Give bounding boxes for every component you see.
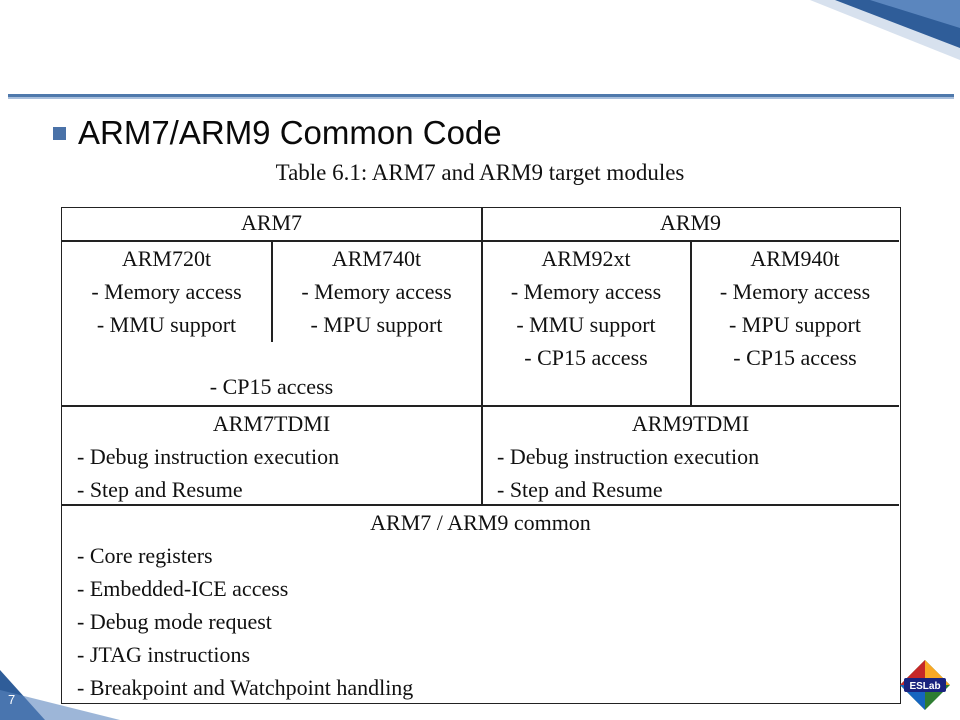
- module-item: - Memory access: [719, 279, 871, 304]
- tdmi-arm7: ARM7TDMI - Debug instruction execution -…: [62, 407, 481, 506]
- table-rule: [690, 240, 692, 405]
- modules-table: ARM7 ARM9 ARM720t - Memory access - MMU …: [61, 207, 901, 704]
- module-item: - MMU support: [516, 312, 656, 337]
- common-item: - Debug mode request: [77, 609, 272, 634]
- module-item: - Memory access: [301, 279, 452, 304]
- tdmi-arm9: ARM9TDMI - Debug instruction execution -…: [482, 407, 899, 506]
- module-arm720t: ARM720t - Memory access - MMU support: [62, 242, 271, 341]
- header-rule: [8, 94, 954, 97]
- module-name: ARM720t: [121, 246, 212, 271]
- tdmi-item: - Step and Resume: [77, 477, 243, 502]
- common-name: ARM7 / ARM9 common: [370, 510, 591, 535]
- module-item: - CP15 access: [524, 345, 648, 370]
- module-arm940t: ARM940t - Memory access - MPU support - …: [691, 242, 899, 374]
- corner-decoration-top-right: [810, 0, 960, 60]
- table-rule: [481, 208, 483, 240]
- module-item: - CP15 access: [733, 345, 857, 370]
- tdmi-name: ARM7TDMI: [212, 411, 331, 436]
- common-section: ARM7 / ARM9 common - Core registers - Em…: [62, 506, 899, 704]
- arm9-header: ARM9: [659, 210, 722, 235]
- module-item: - MPU support: [310, 312, 443, 337]
- tdmi-item: - Debug instruction execution: [497, 444, 760, 469]
- eslab-logo: ESLab: [900, 660, 950, 710]
- common-item: - Breakpoint and Watchpoint handling: [77, 675, 414, 700]
- slide-title: ARM7/ARM9 Common Code: [78, 114, 502, 151]
- common-item: - JTAG instructions: [77, 642, 251, 667]
- bullet-square-icon: [53, 127, 66, 140]
- common-item: - Embedded-ICE access: [77, 576, 289, 601]
- logo-text: ESLab: [909, 681, 940, 692]
- module-item: - MMU support: [96, 312, 237, 337]
- module-item: - Memory access: [91, 279, 242, 304]
- header-rule-shadow: [8, 97, 954, 99]
- table-rule: [62, 240, 899, 242]
- page-number: 7: [8, 692, 16, 707]
- table-rule: [62, 405, 899, 407]
- module-item: - Memory access: [510, 279, 662, 304]
- table-rule: [271, 240, 273, 342]
- arm7-shared-item: - CP15 access: [209, 374, 334, 399]
- tdmi-item: - Debug instruction execution: [77, 444, 340, 469]
- table-rule: [481, 240, 483, 405]
- tdmi-name: ARM9TDMI: [631, 411, 750, 436]
- module-arm740t: ARM740t - Memory access - MPU support: [272, 242, 481, 341]
- module-item: - MPU support: [728, 312, 861, 337]
- module-name: ARM940t: [750, 246, 840, 271]
- tdmi-item: - Step and Resume: [497, 477, 663, 502]
- module-name: ARM92xt: [541, 246, 631, 271]
- corner-decoration-bottom-left: [0, 670, 120, 720]
- table-caption: Table 6.1: ARM7 and ARM9 target modules: [275, 160, 685, 185]
- common-item: - Core registers: [77, 543, 213, 568]
- table-rule: [481, 405, 483, 504]
- module-arm92xt: ARM92xt - Memory access - MMU support - …: [482, 242, 690, 374]
- module-name: ARM740t: [331, 246, 422, 271]
- arm7-header: ARM7: [240, 210, 303, 235]
- table-rule: [62, 504, 899, 506]
